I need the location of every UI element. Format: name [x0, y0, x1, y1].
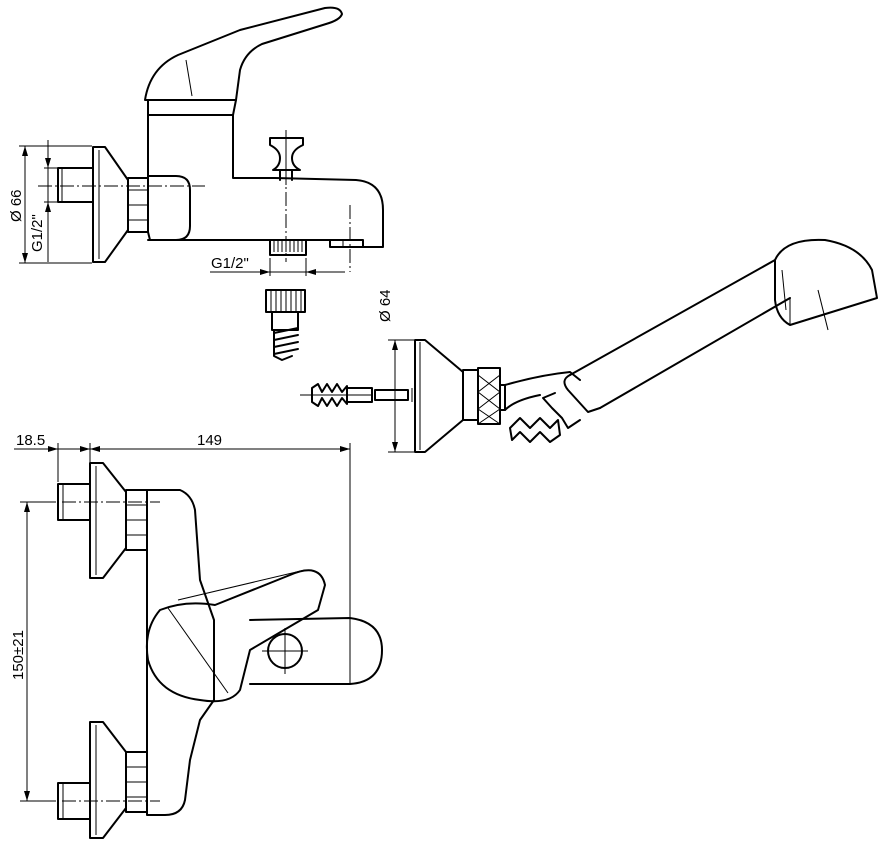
- diverter-stem: [279, 169, 293, 181]
- hand-shower-handle: [569, 259, 791, 409]
- front-lower-flange: [89, 721, 127, 839]
- holder-arm: [504, 371, 581, 411]
- hand-shower-holder: Ø 64: [300, 238, 878, 453]
- front-body: [146, 489, 215, 816]
- hose-connector: [542, 392, 581, 429]
- holder-flange: [414, 339, 464, 453]
- side-view-dimensions: Ø 66 G1/2" G1/2": [8, 140, 345, 276]
- front-lever: [145, 569, 326, 703]
- holder-screw: [374, 389, 409, 401]
- mixer-body: [147, 114, 384, 248]
- spout-outlet: [269, 239, 307, 256]
- dim-thread-spout: G1/2": [211, 255, 249, 272]
- dim-offset-18-5: 18.5: [16, 432, 45, 449]
- dim-centre-distance: 150±21: [10, 630, 27, 680]
- wall-plug: [311, 383, 348, 407]
- dim-projection-149: 149: [197, 432, 222, 449]
- dim-diameter-64: Ø 64: [377, 289, 394, 322]
- front-spout: [249, 617, 383, 685]
- wall-flange: [92, 146, 129, 263]
- mixer-side-view: [38, 6, 384, 272]
- dim-thread-side: G1/2": [29, 214, 46, 252]
- diverter-knob: [269, 137, 304, 171]
- dim-diameter-66: Ø 66: [8, 189, 25, 222]
- cartridge-cap: [147, 99, 237, 116]
- lever-handle: [144, 6, 343, 101]
- eccentric-connector: [57, 167, 94, 203]
- mixer-front-view: [40, 462, 383, 839]
- inlet-boss: [147, 175, 191, 241]
- hand-shower-head: [774, 238, 878, 326]
- shower-outlet: [329, 239, 364, 248]
- aerator-connector: [265, 289, 306, 361]
- front-view-dimensions: 18.5 149 150±21: [10, 432, 351, 802]
- knurled-nut: [462, 369, 479, 421]
- front-upper-flange: [89, 462, 127, 579]
